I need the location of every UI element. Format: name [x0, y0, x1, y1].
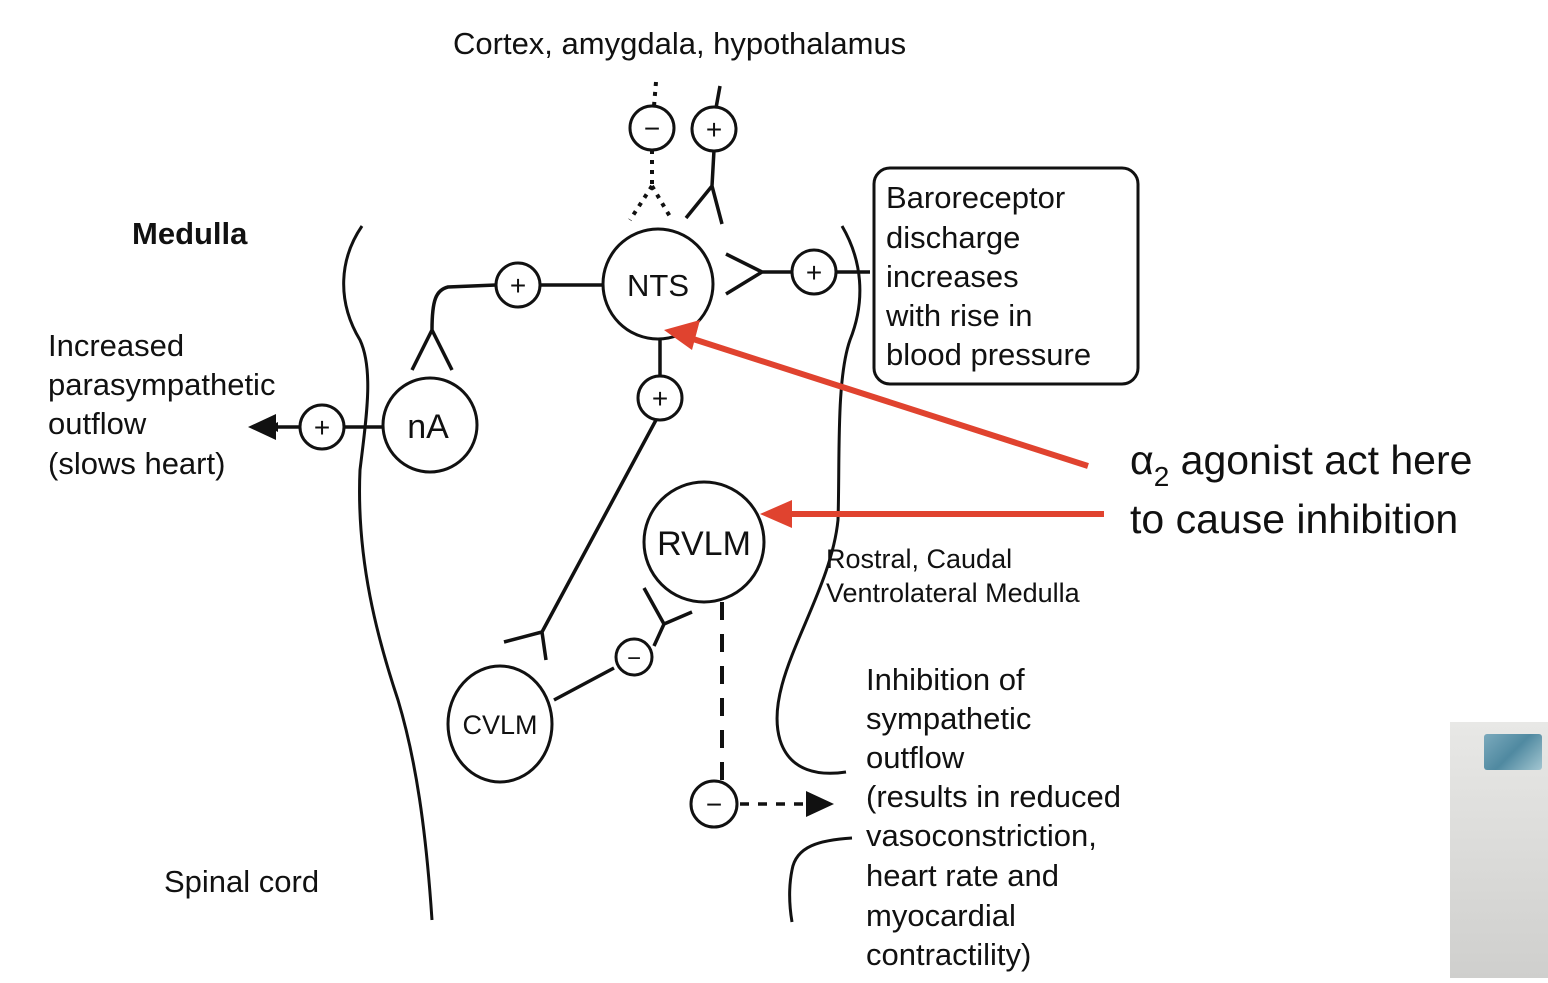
svg-text:+: +	[314, 412, 330, 443]
cortex-plus-symbol: +	[690, 105, 738, 153]
cvlm-rvlm-minus-symbol: −	[614, 637, 654, 677]
svg-text:+: +	[510, 270, 526, 301]
ventrolateral-line-2: Ventrolateral Medulla	[826, 578, 1081, 608]
inhibition-line-5: vasoconstriction,	[866, 818, 1097, 853]
baroreceptor-line-2: discharge	[886, 220, 1020, 255]
nts-to-na-pathway	[410, 283, 604, 371]
cortex-inhibitory-pathway-lower	[628, 150, 674, 222]
ventrolateral-line-1: Rostral, Caudal	[826, 544, 1012, 574]
baroreceptor-plus-symbol: +	[790, 248, 838, 296]
parasympathetic-line-4: (slows heart)	[48, 446, 225, 481]
svg-text:−: −	[644, 113, 660, 144]
cvlm-to-rvlm-pathway	[553, 587, 693, 702]
na-plus-symbol: +	[298, 403, 346, 451]
nts-to-cvlm-pathway	[503, 340, 662, 661]
cvlm-label: CVLM	[462, 710, 537, 740]
inhibition-line-4: (results in reduced	[866, 779, 1121, 814]
nts-label: NTS	[627, 268, 689, 303]
sympathetic-output-arrowhead	[806, 791, 834, 817]
brainstem-outline-left	[342, 225, 434, 921]
na-label: nA	[407, 408, 449, 446]
svg-text:+: +	[806, 257, 822, 288]
spinal-cord-label: Spinal cord	[164, 864, 319, 899]
arrow-to-rvlm-head	[760, 500, 792, 528]
inhibition-line-1: Inhibition of	[866, 662, 1025, 697]
baroreceptor-line-4: with rise in	[885, 298, 1032, 333]
inhibition-line-8: contractility)	[866, 937, 1031, 972]
inhibition-line-7: myocardial	[866, 898, 1016, 933]
webcam-overlay	[1450, 722, 1548, 978]
cortex-excitatory-pathway	[684, 85, 724, 225]
alpha-subscript: 2	[1154, 461, 1170, 492]
baroreceptor-line-5: blood pressure	[886, 337, 1091, 372]
baroreceptor-line-3: increases	[886, 259, 1019, 294]
nts-na-plus-symbol: +	[494, 261, 542, 309]
webcam-object	[1484, 734, 1542, 770]
rvlm-label: RVLM	[657, 525, 751, 563]
rvlm-minus-symbol: −	[689, 779, 739, 829]
svg-text:+: +	[652, 383, 668, 414]
parasympathetic-arrowhead	[248, 414, 276, 440]
inhibition-line-2: sympathetic	[866, 701, 1031, 736]
cortex-label: Cortex, amygdala, hypothalamus	[453, 26, 906, 61]
rvlm-node: RVLM	[642, 480, 766, 604]
baroreceptor-line-1: Baroreceptor	[886, 180, 1065, 215]
annotation-arrows	[664, 320, 1104, 528]
cvlm-node: CVLM	[446, 664, 554, 784]
baroreceptor-input-pathway	[725, 252, 870, 296]
baroreceptor-box	[872, 166, 1140, 386]
inhibition-line-6: heart rate and	[866, 858, 1059, 893]
brainstem-outline-right	[775, 225, 862, 775]
medulla-label: Medulla	[132, 216, 248, 251]
nts-node: NTS	[601, 227, 715, 341]
nts-cvlm-plus-symbol: +	[636, 374, 684, 422]
parasympathetic-line-1: Increased	[48, 328, 184, 363]
annotation-line-2: to cause inhibition	[1130, 496, 1458, 542]
arrow-to-nts-head	[664, 320, 700, 350]
svg-text:−: −	[706, 789, 722, 820]
svg-text:−: −	[627, 645, 641, 672]
alpha-symbol: α	[1130, 437, 1154, 483]
cortex-inhibitory-pathway	[652, 81, 658, 107]
spinal-outline-right	[788, 836, 853, 923]
parasympathetic-line-3: outflow	[48, 406, 147, 441]
annotation-line-1-rest: agonist act here	[1169, 437, 1472, 483]
na-node: nA	[381, 376, 479, 474]
cortex-minus-symbol: −	[628, 104, 676, 152]
svg-text:+: +	[706, 114, 722, 145]
inhibition-line-3: outflow	[866, 740, 965, 775]
annotation-line-1: α2 agonist act here	[1130, 437, 1472, 492]
arrow-to-nts	[689, 335, 1089, 469]
parasympathetic-line-2: parasympathetic	[48, 367, 275, 402]
